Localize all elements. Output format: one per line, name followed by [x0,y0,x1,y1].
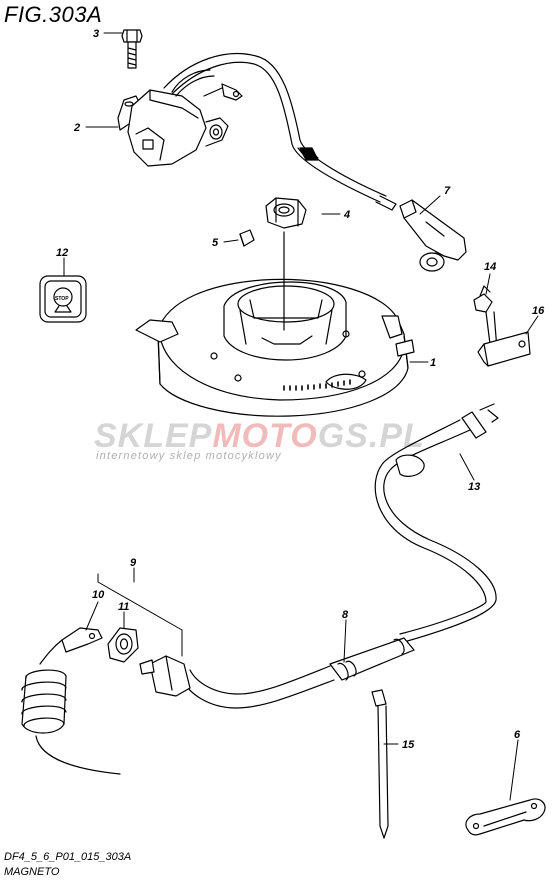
plug-cap-part[interactable] [399,199,467,272]
callout-3: 3 [93,28,99,40]
callout-7: 7 [444,185,451,197]
figure-name: MAGNETO [4,866,60,878]
figure-code: DF4_5_6_P01_015_303A [4,851,132,863]
cable-tie-part[interactable] [371,689,389,839]
ground-terminal-part[interactable] [21,627,121,775]
stop-badge-text: STOP [55,296,69,302]
ht-cable [163,52,397,211]
figure-title: FIG.303A [4,2,103,27]
watermark-brand-part3: GS.PL [317,417,425,455]
callout-1: 1 [430,357,436,369]
terminal-nut-part[interactable] [107,627,139,663]
callout-16: 16 [532,305,545,317]
callout-13: 13 [468,481,480,493]
callout-12: 12 [56,247,68,259]
callout-15: 15 [402,739,415,751]
ignition-coil-part[interactable] [117,69,243,167]
callout-6: 6 [514,729,521,741]
callout-4: 4 [343,209,350,221]
plate-part[interactable] [477,331,531,367]
clip-part[interactable] [473,285,499,363]
nut-part[interactable] [265,197,307,229]
bolt-part[interactable] [121,29,143,69]
callout-labels: 3 2 4 5 7 12 14 16 1 13 8 9 10 11 15 6 S… [55,28,545,751]
leader-lines [63,32,539,801]
flywheel-part[interactable] [135,231,415,417]
stop-label-part[interactable] [39,275,87,323]
callout-5: 5 [212,237,219,249]
callout-14: 14 [484,261,496,273]
callout-2: 2 [73,122,80,134]
key-part[interactable] [239,229,255,247]
watermark-brand: SKLEPMOTOGS.PL [94,417,425,456]
bracket-part[interactable] [465,798,546,836]
callout-10: 10 [92,589,105,601]
watermark-tagline: internetowy sklep motocyklowy [96,450,282,462]
wiring-harness [181,403,499,709]
watermark-brand-part1: SKLEP [94,417,213,455]
callout-9: 9 [130,557,137,569]
callout-8: 8 [342,609,349,621]
watermark-brand-part2: MOTO [212,417,318,455]
connector-part[interactable] [139,655,191,697]
callout-11: 11 [118,601,129,613]
